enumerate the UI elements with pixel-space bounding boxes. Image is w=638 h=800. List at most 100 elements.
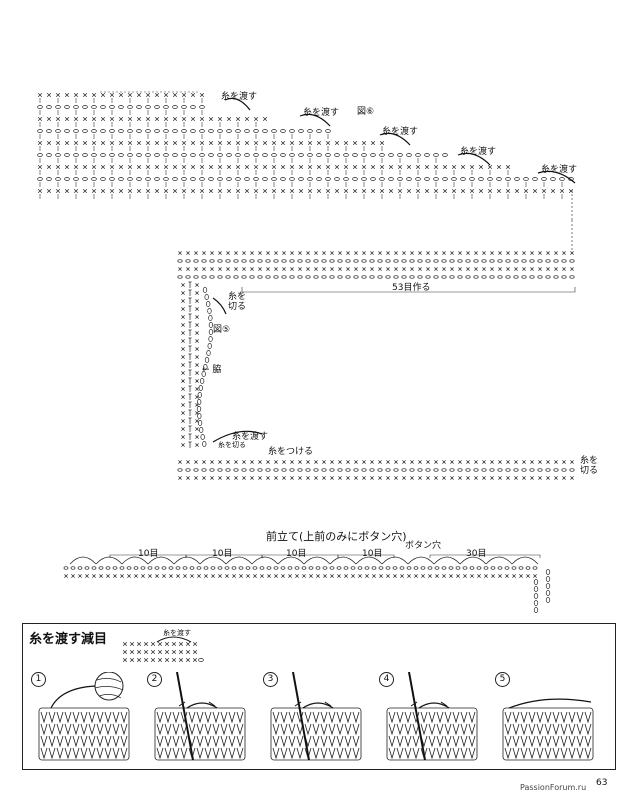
picot-arc [173,556,201,565]
chain-stitch-symbol [537,468,543,472]
sc-stitch-symbol [394,251,398,255]
fabric-stitch [196,735,204,748]
chain-stitch-symbol [201,275,207,279]
chain-stitch-symbol [545,583,551,589]
sc-stitch-symbol [239,574,243,578]
sc-stitch-symbol [199,140,205,146]
fabric-stitch [204,723,212,736]
sc-stitch-symbol [450,267,454,271]
fabric-stitch [544,735,552,748]
chain-stitch-symbol [265,468,271,472]
sc-stitch-symbol [434,251,438,255]
sc-stitch-symbol [178,476,182,480]
chain-stitch-symbol [313,275,319,279]
chain-stitch-symbol [235,177,241,181]
chain-stitch-symbol [224,566,230,570]
sc-stitch-symbol [178,649,184,655]
dc-stitch-symbol [188,409,192,416]
chain-stitch-symbol [377,275,383,279]
figure6-label: 図⑥ [357,107,375,117]
chain-stitch-symbol [525,566,531,570]
sc-stitch-symbol [474,267,478,271]
sc-stitch-symbol [195,323,199,327]
sc-stitch-symbol [338,460,342,464]
sc-stitch-symbol [322,460,326,464]
chain-stitch-symbol [225,259,231,263]
chain-stitch-symbol [199,177,205,181]
fabric-stitch [344,711,352,724]
sc-stitch-symbol [450,476,454,480]
fabric-stitch [172,735,180,748]
fabric-stitch [228,711,236,724]
sc-stitch-symbol [460,188,466,194]
sc-stitch-symbol [181,339,185,343]
chain-stitch-symbol [203,364,208,370]
sc-stitch-symbol [289,188,295,194]
sc-stitch-symbol [450,460,454,464]
picot-arc [485,556,513,565]
sc-stitch-symbol [73,92,79,98]
chain-stitch-symbol [427,566,433,570]
sc-stitch-symbol [190,92,196,98]
fabric-stitch [96,723,104,736]
sc-stitch-symbol [192,649,198,655]
chain-stitch-symbol [55,177,61,181]
sc-stitch-symbol [474,460,478,464]
chain-stitch-symbol [208,315,213,321]
fabric-stitch [404,735,412,748]
chain-stitch-symbol [497,566,503,570]
sc-stitch-symbol [282,267,286,271]
sc-stitch-symbol [46,92,52,98]
sc-stitch-symbol [290,476,294,480]
fabric-stitch [344,723,352,736]
fabric-stitch [196,747,204,760]
dc-stitch-symbol [188,297,192,304]
sc-stitch-symbol [82,164,88,170]
fabric-stitch [352,711,360,724]
chain-stitch-symbol [393,275,399,279]
yarn-strand [50,685,96,709]
fabric-stitch [512,735,520,748]
chain-stitch-symbol [313,259,319,263]
chain-stitch-symbol [388,177,394,181]
sc-stitch-symbol [46,188,52,194]
chain-stitch-symbol [161,566,167,570]
sc-stitch-symbol [546,460,550,464]
fabric-stitch [328,723,336,736]
sc-stitch-symbol [522,476,526,480]
chain-stitch-symbol [462,566,468,570]
count-bracket [429,554,541,558]
sc-stitch-symbol [433,164,439,170]
picot-arc [251,556,279,565]
cut-yarn-arc [212,297,227,315]
sc-stitch-symbol [426,476,430,480]
fabric-stitch [64,711,72,724]
fabric-stitch [388,711,396,724]
fabric-stitch [412,735,420,748]
chain-stitch-symbol [140,566,146,570]
dc-stitch-symbol [188,393,192,400]
fabric-stitch [328,747,336,760]
chain-stitch-symbol [321,275,327,279]
chain-stitch-symbol [569,275,575,279]
chain-stitch-symbol [201,468,207,472]
chain-stitch-symbol [154,566,160,570]
fabric-stitch [388,747,396,760]
sc-stitch-symbol [157,657,163,663]
sc-stitch-symbol [235,140,241,146]
fabric-stitch [296,747,304,760]
fabric-stitch [552,747,560,760]
dc-stitch-symbol [188,321,192,328]
sc-stitch-symbol [37,140,43,146]
yarn-loop [302,702,334,709]
sc-stitch-symbol [163,116,169,122]
sc-stitch-symbol [172,92,178,98]
chain-stitch-symbol [82,105,88,109]
sc-stitch-symbol [410,460,414,464]
fabric-stitch [504,723,512,736]
chain-stitch-symbol [379,177,385,181]
sc-stitch-symbol [323,574,327,578]
mini-chart: 糸を渡す [121,630,211,670]
sc-stitch-symbol [253,574,257,578]
sc-stitch-symbol [361,188,367,194]
